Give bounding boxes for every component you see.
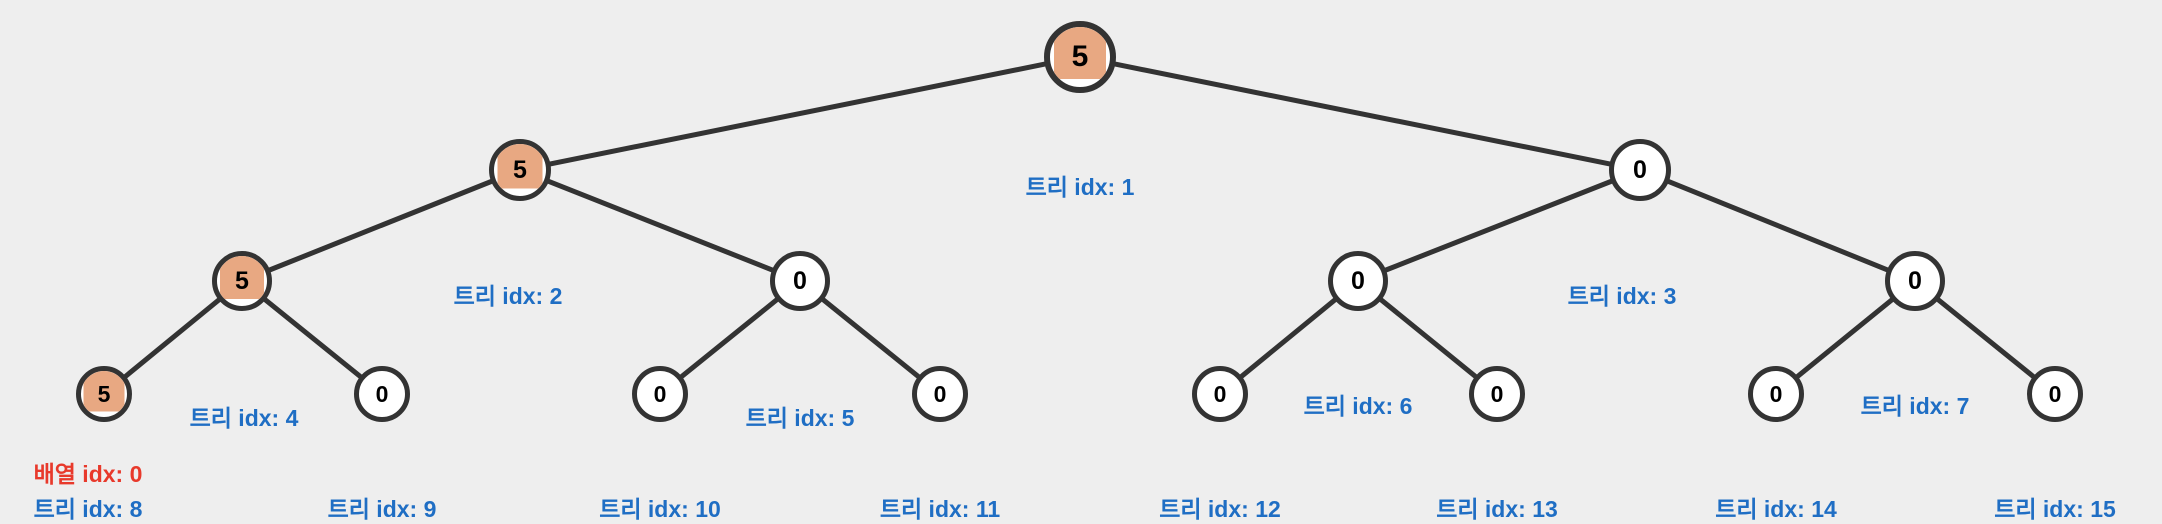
tree-node-7[interactable]: 0 xyxy=(1885,251,1945,311)
tree-node-11[interactable]: 0 xyxy=(912,366,968,422)
tree-node-4[interactable]: 5 xyxy=(212,251,272,311)
tree-node-value: 5 xyxy=(513,155,527,184)
tree-edge xyxy=(1664,178,1892,274)
tree-edge xyxy=(1793,296,1896,381)
tree-node-value: 0 xyxy=(1351,266,1365,295)
tree-node-6[interactable]: 0 xyxy=(1328,251,1388,311)
node-highlight-swatch xyxy=(220,256,264,299)
tree-node-value: 5 xyxy=(1071,40,1089,73)
tree-edge xyxy=(1237,296,1339,381)
array-index-label-8: 배열 idx: 0 xyxy=(33,461,143,487)
tree-edge xyxy=(1110,61,1615,167)
node-highlight-swatch xyxy=(497,144,543,189)
tree-index-label-13: 트리 idx: 13 xyxy=(1436,496,1558,522)
tree-edge xyxy=(1381,178,1616,274)
tree-index-label-3: 트리 idx: 3 xyxy=(1567,283,1677,309)
tree-node-value: 0 xyxy=(1769,380,1783,407)
tree-edge xyxy=(1934,296,2038,381)
tree-index-label-14: 트리 idx: 14 xyxy=(1715,496,1837,522)
tree-node-value: 0 xyxy=(2048,380,2062,407)
tree-node-value: 5 xyxy=(97,380,111,407)
tree-node-3[interactable]: 0 xyxy=(1609,139,1671,201)
tree-edge xyxy=(819,296,923,381)
tree-index-label-1: 트리 idx: 1 xyxy=(1025,174,1135,200)
tree-index-label-8: 트리 idx: 8 xyxy=(33,496,143,522)
tree-index-label-11: 트리 idx: 11 xyxy=(879,496,1001,522)
tree-node-5[interactable]: 0 xyxy=(770,251,830,311)
tree-edge xyxy=(121,296,223,381)
tree-index-label-7: 트리 idx: 7 xyxy=(1860,393,1970,419)
tree-node-1[interactable]: 5 xyxy=(1044,21,1116,93)
tree-edge xyxy=(265,178,496,274)
tree-node-10[interactable]: 0 xyxy=(632,366,688,422)
tree-index-label-12: 트리 idx: 12 xyxy=(1159,496,1281,522)
tree-edge xyxy=(544,178,777,274)
tree-index-label-5: 트리 idx: 5 xyxy=(745,405,855,431)
tree-index-label-15: 트리 idx: 15 xyxy=(1994,496,2116,522)
tree-edge xyxy=(677,296,781,381)
tree-node-value: 0 xyxy=(1908,266,1922,295)
tree-node-value: 0 xyxy=(375,380,389,407)
tree-node-value: 0 xyxy=(1490,380,1504,407)
tree-node-14[interactable]: 0 xyxy=(1748,366,1804,422)
tree-index-label-4: 트리 idx: 4 xyxy=(189,405,299,431)
tree-edge xyxy=(261,296,365,381)
node-highlight-swatch xyxy=(1054,27,1106,79)
tree-node-value: 0 xyxy=(1633,155,1647,184)
tree-node-8[interactable]: 5 xyxy=(76,366,132,422)
tree-node-9[interactable]: 0 xyxy=(354,366,410,422)
tree-node-value: 0 xyxy=(933,380,947,407)
tree-node-value: 0 xyxy=(653,380,667,407)
tree-index-label-2: 트리 idx: 2 xyxy=(453,283,563,309)
tree-edge xyxy=(545,61,1050,167)
tree-index-label-10: 트리 idx: 10 xyxy=(599,496,721,522)
tree-node-value: 0 xyxy=(1213,380,1227,407)
tree-index-label-9: 트리 idx: 9 xyxy=(327,496,437,522)
tree-node-2[interactable]: 5 xyxy=(489,139,551,201)
tree-index-label-6: 트리 idx: 6 xyxy=(1303,393,1413,419)
tree-node-12[interactable]: 0 xyxy=(1192,366,1248,422)
tree-node-value: 0 xyxy=(793,266,807,295)
tree-node-15[interactable]: 0 xyxy=(2027,366,2083,422)
tree-node-13[interactable]: 0 xyxy=(1469,366,1525,422)
tree-node-value: 5 xyxy=(235,266,249,295)
node-highlight-swatch xyxy=(83,371,125,412)
tree-edge xyxy=(1377,296,1480,381)
